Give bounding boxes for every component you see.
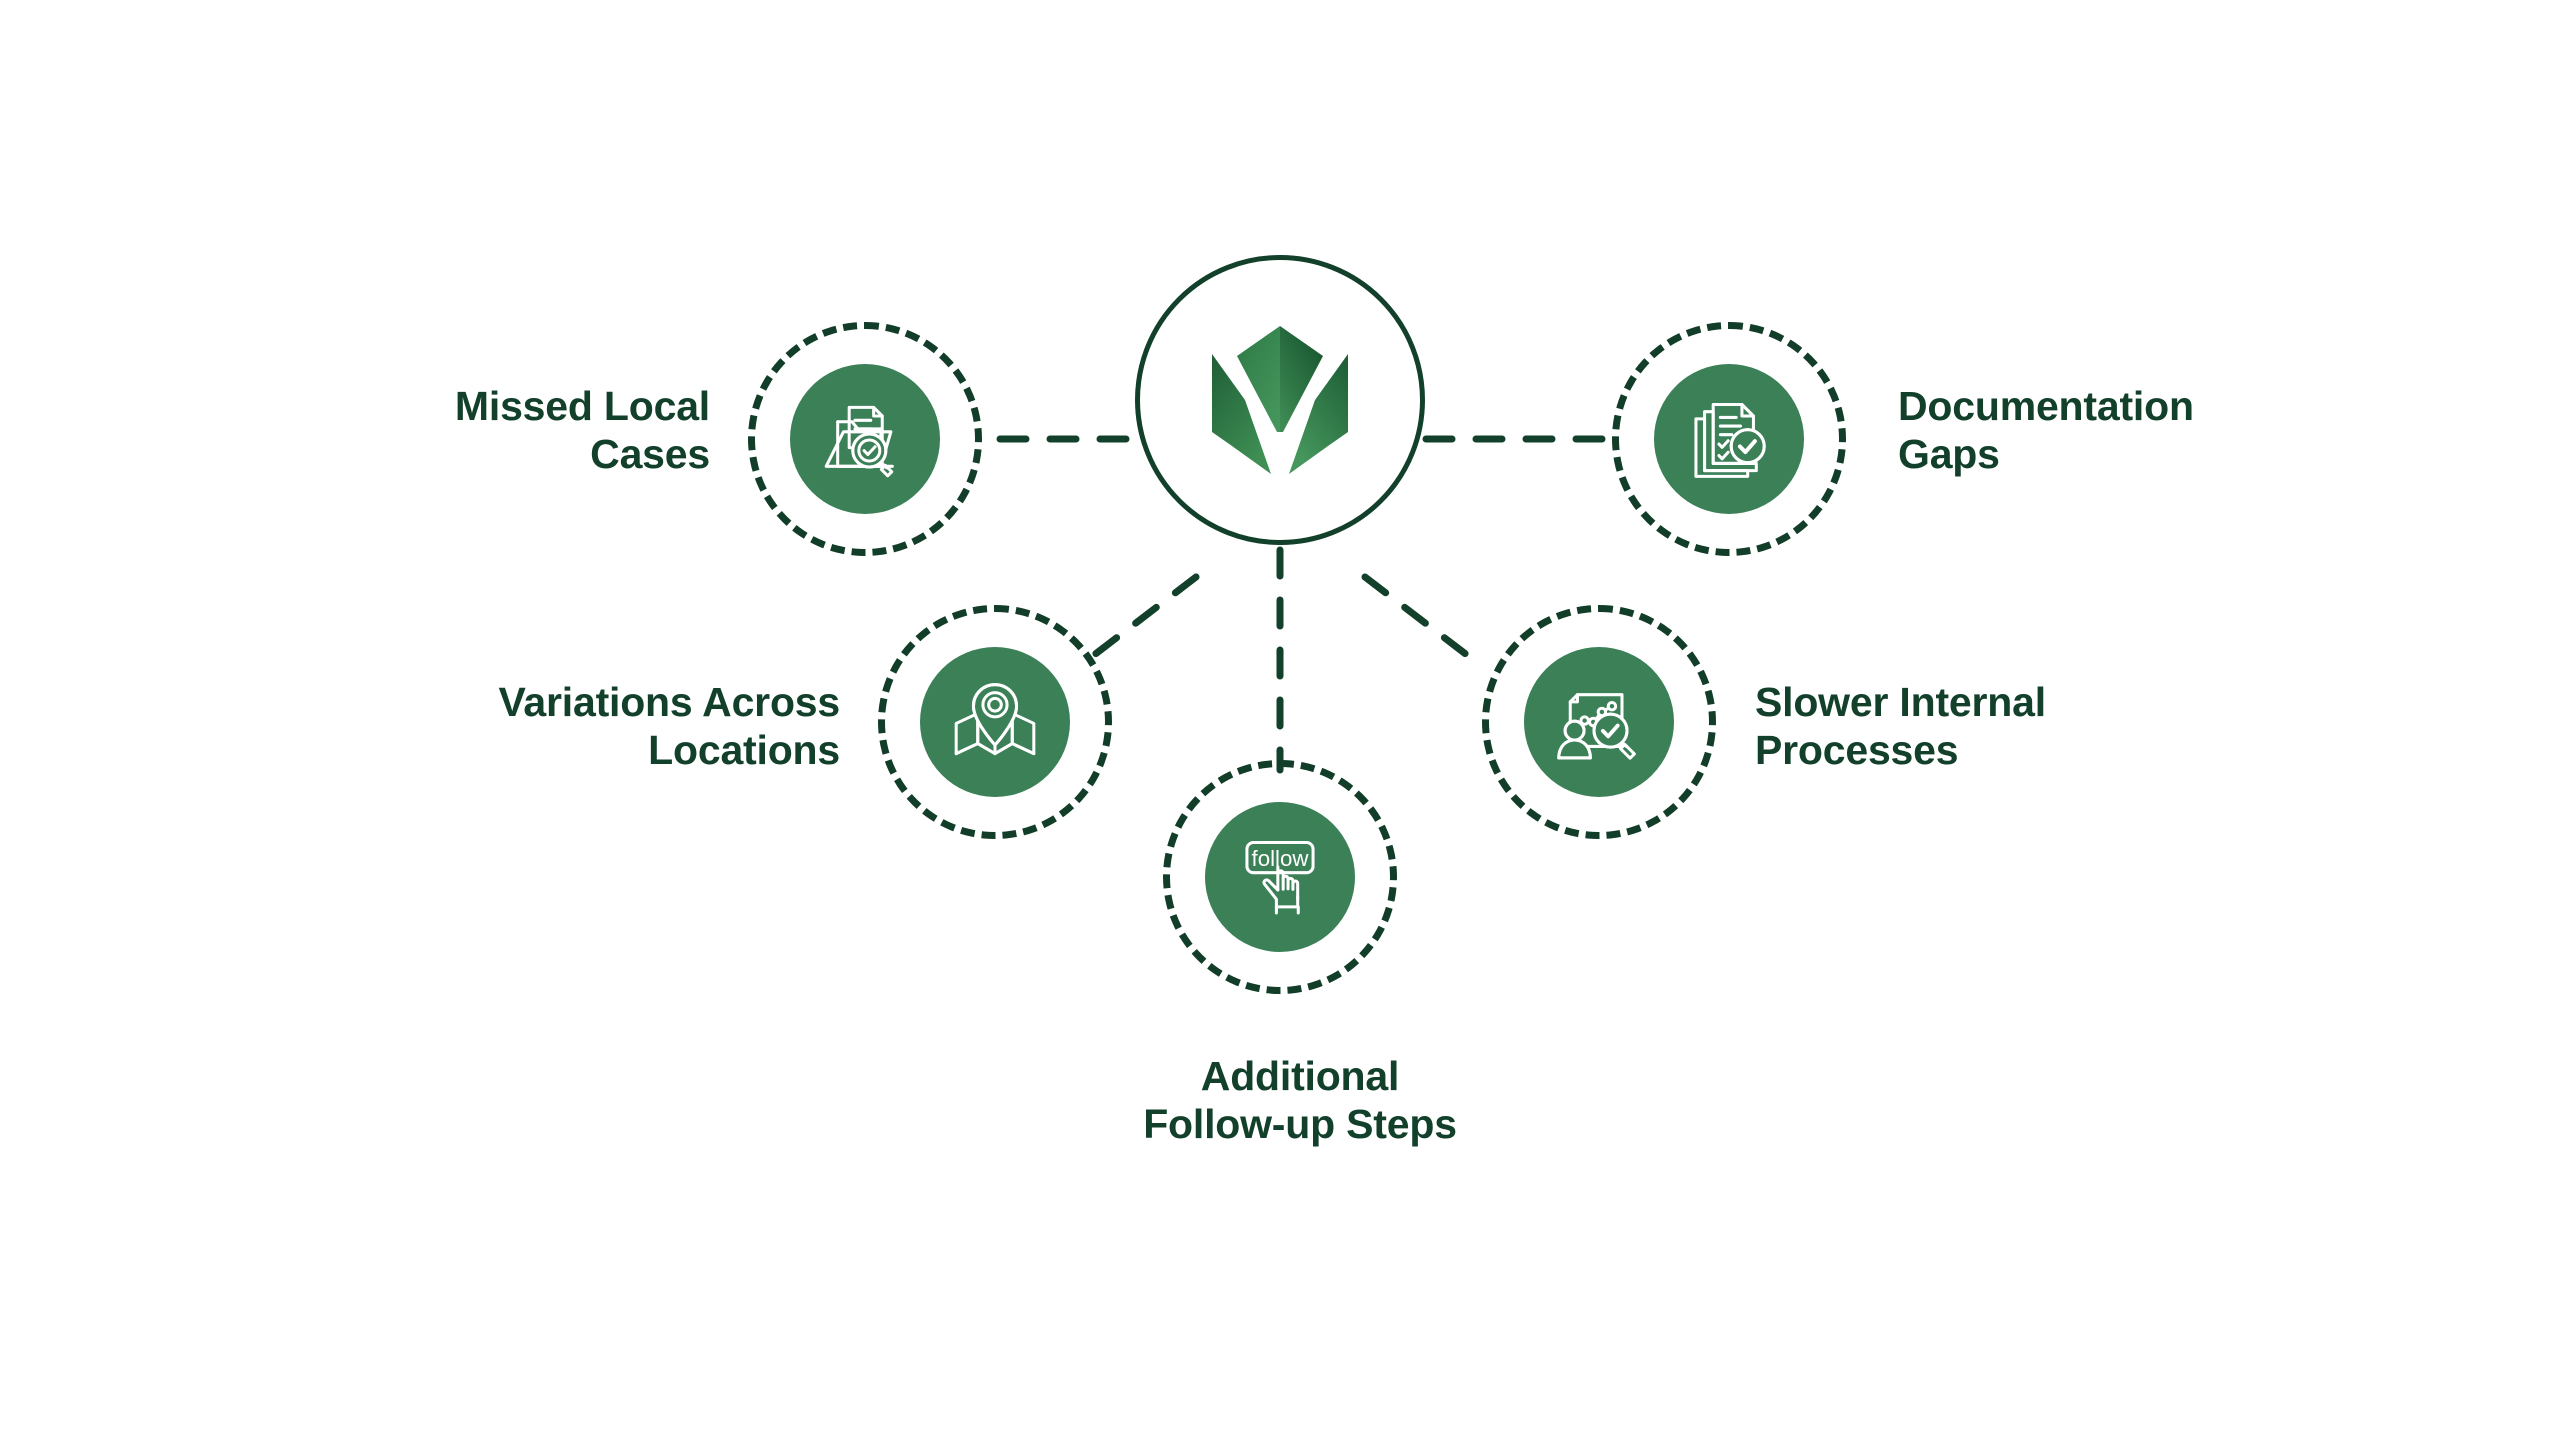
node-disc xyxy=(790,364,940,514)
label-slower-internal-processes: Slower Internal Processes xyxy=(1755,679,2046,774)
follow-button-icon-text: follow xyxy=(1252,846,1310,871)
connector-hub-to-variations xyxy=(1077,573,1200,669)
label-additional-follow-up-steps: Additional Follow-up Steps xyxy=(1143,1053,1457,1148)
node-additional-follow-up-steps[interactable]: follow xyxy=(1163,760,1397,994)
node-disc xyxy=(1654,364,1804,514)
node-variations-across-locations[interactable] xyxy=(878,605,1112,839)
node-slower-internal-processes[interactable] xyxy=(1482,605,1716,839)
connector-hub-to-slower-processes xyxy=(1361,573,1484,669)
map-location-pin-icon xyxy=(949,676,1041,768)
node-missed-local-cases[interactable] xyxy=(748,322,982,556)
label-missed-local-cases: Missed Local Cases xyxy=(454,383,710,478)
hub-node[interactable] xyxy=(1135,255,1425,545)
label-documentation-gaps: Documentation Gaps xyxy=(1898,383,2194,478)
document-checklist-check-icon xyxy=(1683,393,1775,485)
node-disc xyxy=(1524,647,1674,797)
node-disc: follow xyxy=(1205,802,1355,952)
label-variations-across-locations: Variations Across Locations xyxy=(498,679,841,774)
report-chart-person-search-icon xyxy=(1553,676,1645,768)
v-shield-logo-icon xyxy=(1205,322,1355,478)
node-disc xyxy=(920,647,1070,797)
folder-document-search-check-icon xyxy=(819,393,911,485)
follow-button-hand-click-icon: follow xyxy=(1234,831,1326,923)
node-documentation-gaps[interactable] xyxy=(1612,322,1846,556)
